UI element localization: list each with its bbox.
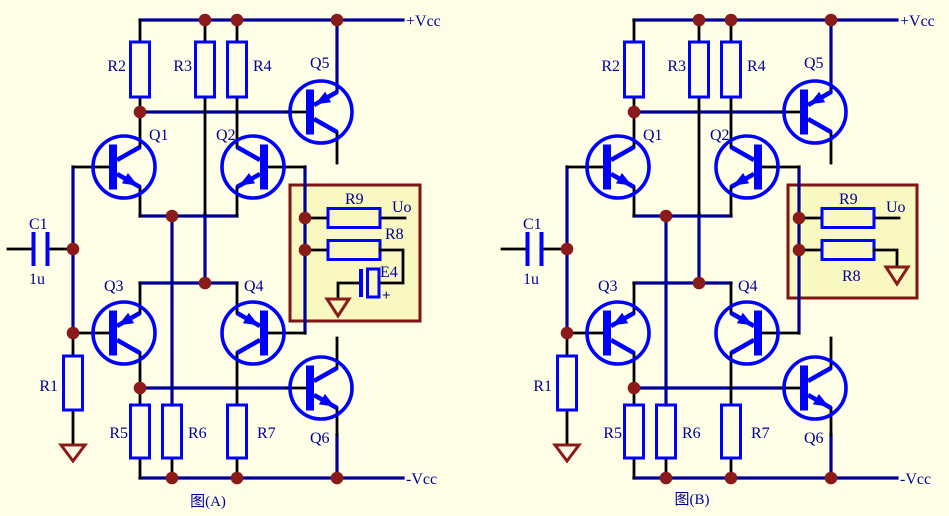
ground-icon bbox=[324, 297, 352, 319]
label-e4-polarity: + bbox=[382, 288, 391, 304]
caption-panel-b: 图(B) bbox=[675, 491, 710, 508]
caption-panel-a: 图(A) bbox=[190, 493, 226, 510]
panel-b: R8 图(B) bbox=[502, 13, 935, 508]
label-r8-a: R8 bbox=[385, 226, 404, 243]
panel-b-feedback-wires bbox=[872, 248, 899, 269]
label-e4: E4 bbox=[380, 264, 398, 281]
label-r8-b: R8 bbox=[842, 268, 861, 285]
ground-icon bbox=[883, 265, 911, 287]
panel-a: R8 E4 + 图(A) bbox=[8, 13, 441, 510]
capacitor-e4-symbol bbox=[366, 267, 381, 299]
panel-a-feedback-wires bbox=[336, 248, 405, 301]
